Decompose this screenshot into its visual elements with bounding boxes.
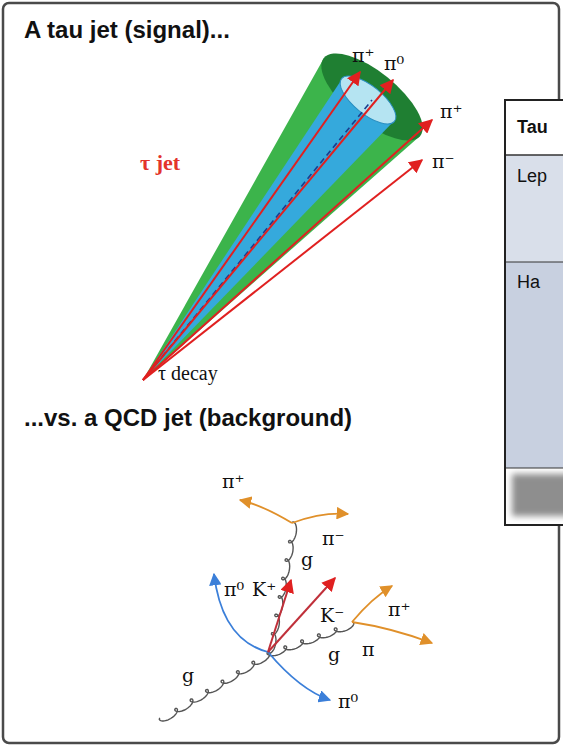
particle-label: π⁺: [388, 598, 411, 620]
particle-label: π⁰: [384, 52, 404, 74]
particle-label: π⁰: [338, 690, 358, 712]
heading: ...vs. a QCD jet (background): [24, 404, 352, 432]
decay-label: τ decay: [158, 362, 218, 385]
table-cell: Ha: [517, 272, 540, 293]
table-fragment: [505, 100, 563, 525]
particle-label: π⁺: [222, 470, 245, 492]
jet-label: τ jet: [140, 150, 180, 176]
particle-label: π⁻: [322, 527, 345, 549]
particle-label: K⁺: [252, 578, 276, 600]
particle-label: π⁺: [440, 100, 463, 122]
particle-label: π⁺: [352, 44, 375, 66]
heading: A tau jet (signal)...: [24, 16, 230, 44]
qcd-jet: [159, 500, 432, 721]
particle-label: g: [301, 548, 313, 570]
particle-label: g: [328, 643, 340, 665]
particle-label: π: [362, 638, 375, 660]
tau-jet-cone: [143, 39, 436, 380]
table-cell: Tau: [517, 117, 548, 138]
particle-label: π⁰: [224, 578, 244, 600]
particle-label: π⁻: [432, 150, 455, 172]
particle-label: K⁻: [320, 604, 344, 626]
panel-frame: [3, 3, 559, 743]
particle-label: g: [182, 664, 194, 686]
table-cell: Lep: [517, 166, 547, 187]
gluon-line: [159, 652, 270, 721]
